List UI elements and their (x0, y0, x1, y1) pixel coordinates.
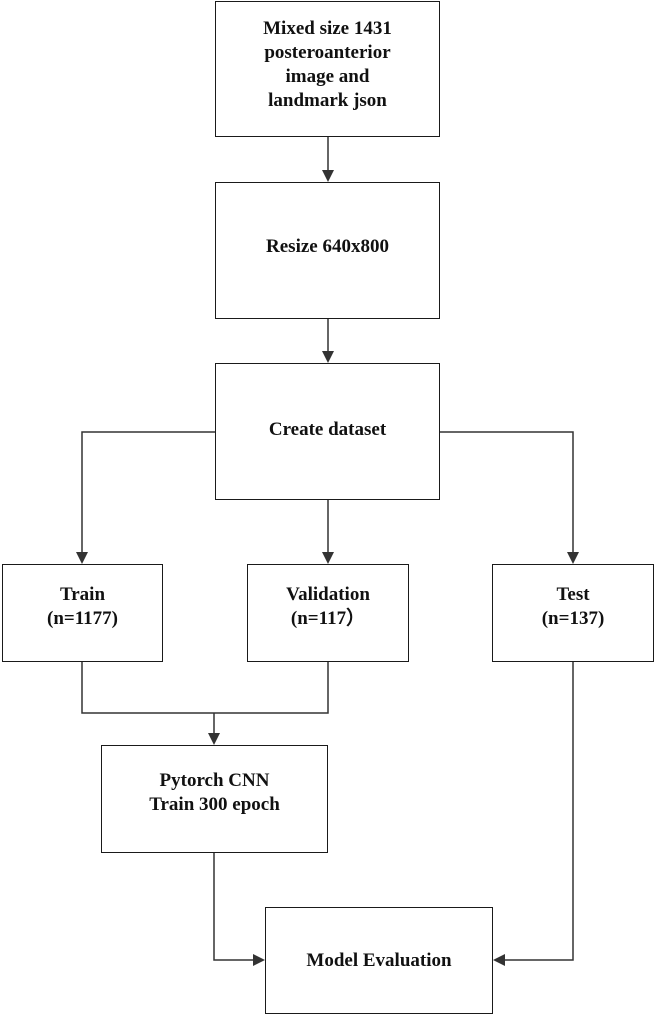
cnn-training-label: Pytorch CNN Train 300 epoch (149, 770, 280, 815)
arrow-cnn-to-evaluation (213, 853, 265, 966)
create-dataset-box: Create dataset (215, 363, 440, 500)
input-data-label: Mixed size 1431 posteroanterior image an… (263, 18, 392, 111)
train-set-label: Train (n=1177) (47, 584, 118, 629)
validation-set-label: Validation (n=117） (286, 584, 370, 629)
input-data-box: Mixed size 1431 posteroanterior image an… (215, 1, 440, 137)
cnn-training-box: Pytorch CNN Train 300 epoch (101, 745, 328, 853)
validation-set-box: Validation (n=117） (247, 564, 409, 662)
arrow-create-to-test (440, 431, 579, 564)
model-evaluation-box: Model Evaluation (265, 907, 493, 1014)
arrow-test-to-evaluation (493, 662, 574, 966)
arrow-create-to-train (76, 431, 215, 564)
create-dataset-label: Create dataset (268, 418, 387, 440)
train-set-box: Train (n=1177) (2, 564, 163, 662)
model-evaluation-label: Model Evaluation (306, 949, 452, 971)
resize-label: Resize 640x800 (266, 235, 389, 257)
connector-train-merge (81, 662, 329, 714)
test-set-label: Test (n=137) (541, 584, 605, 629)
test-set-box: Test (n=137) (492, 564, 654, 662)
resize-box: Resize 640x800 (215, 182, 440, 319)
